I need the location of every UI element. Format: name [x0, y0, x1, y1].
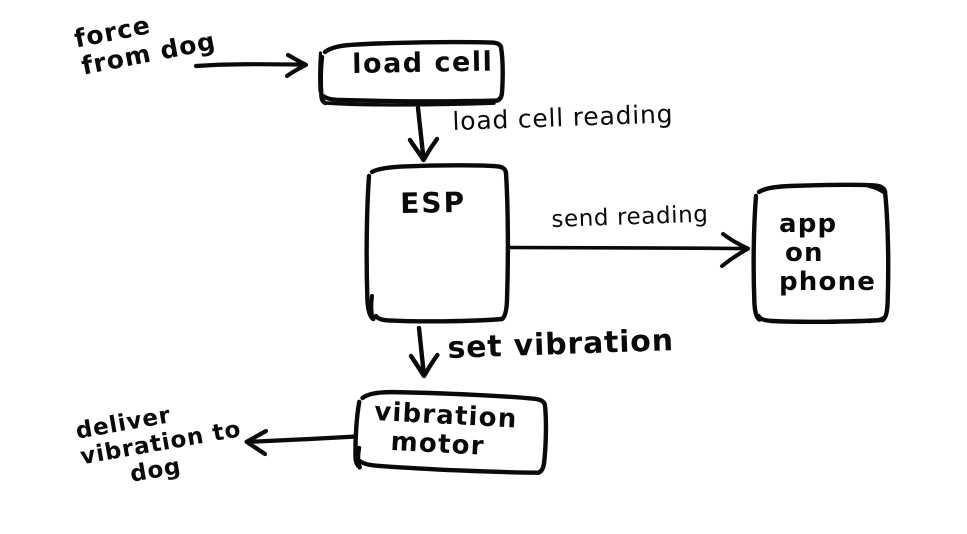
edge-force-to-loadcell [193, 52, 309, 79]
node-vibration-motor[interactable] [353, 389, 549, 476]
node-label-app-line-2: on [785, 238, 824, 269]
edge-motor-to-dog [244, 428, 357, 457]
node-label-vibration-motor: vibration motor [372, 397, 518, 464]
edge-loadcell-to-esp [407, 105, 440, 163]
node-esp[interactable] [364, 163, 511, 324]
edge-esp-to-app [507, 232, 750, 268]
node-label-load-cell: load cell [351, 46, 494, 80]
node-label-app-on-phone: app on phone [779, 209, 877, 298]
node-label-app-line-1: app [779, 209, 838, 239]
edge-label-send-reading: send reading [550, 201, 709, 233]
node-load-cell[interactable] [318, 39, 505, 107]
node-label-app-line-3: phone [779, 267, 877, 298]
node-label-esp: ESP [399, 185, 467, 220]
node-app-on-phone[interactable] [751, 182, 891, 325]
edge-esp-to-motor [408, 325, 440, 379]
